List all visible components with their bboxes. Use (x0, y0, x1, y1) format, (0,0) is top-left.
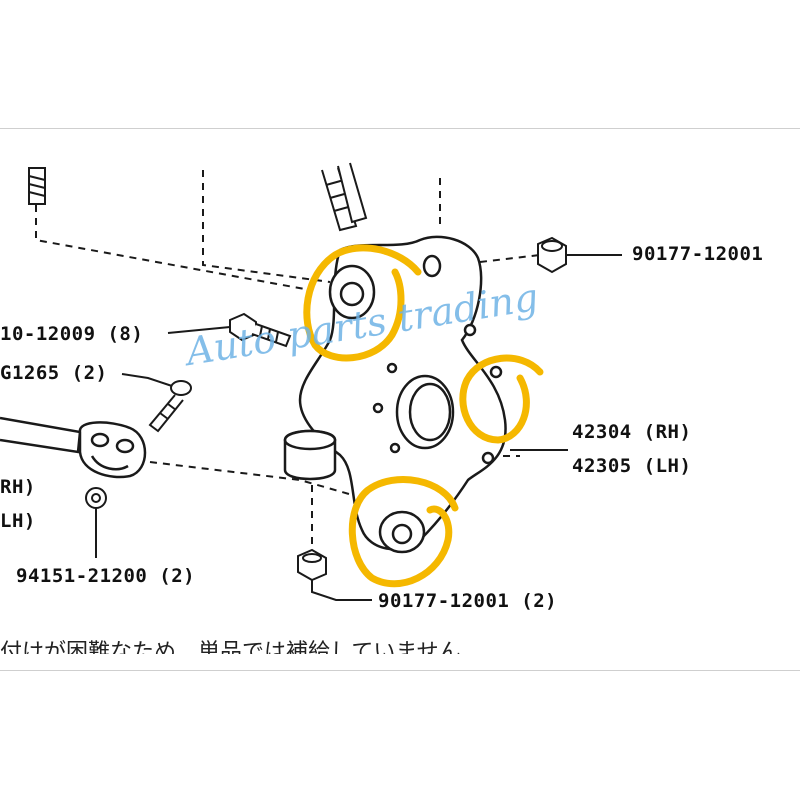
japanese-note: 付けが困難なため、単品では補給していません (0, 640, 461, 654)
bolt-left-2 (121, 373, 192, 433)
label-nut-bottom: 90177-12001 (2) (378, 590, 558, 612)
bushing (85, 487, 107, 558)
highlight-lower (348, 476, 459, 588)
nut-top (537, 236, 622, 274)
label-knuckle-rh: 42304 (RH) (572, 421, 692, 443)
bolt-left (167, 312, 292, 348)
highlight-upper (303, 244, 422, 362)
nut-bottom (297, 548, 372, 601)
steering-knuckle (283, 235, 507, 554)
label-bolt-left: 10-12009 (8) (0, 323, 144, 345)
label-side-lh: LH) (0, 510, 36, 532)
stabilizer-link (0, 416, 147, 479)
label-knuckle-lh: 42305 (LH) (572, 455, 692, 477)
highlight-right (459, 354, 544, 444)
label-bushing: 94151-21200 (2) (16, 565, 196, 587)
label-side-rh: RH) (0, 476, 36, 498)
label-nut-top: 90177-12001 (632, 243, 764, 265)
label-bolt-left-2: G1265 (2) (0, 362, 108, 384)
stud-top-left (28, 167, 46, 205)
highlight-marks (303, 244, 544, 588)
strut-rod (321, 162, 368, 232)
